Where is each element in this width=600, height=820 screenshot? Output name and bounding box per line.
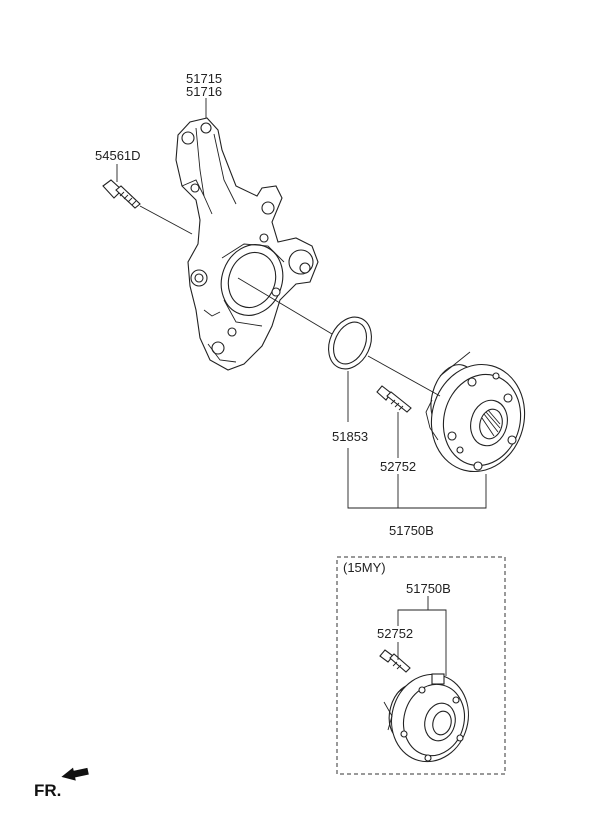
centerline-bolt [139, 205, 193, 235]
leader-hub-group [347, 371, 487, 509]
inset-callout-51750b: 51750B [406, 581, 451, 596]
hub-bolt [376, 385, 412, 413]
steering-knuckle [175, 117, 319, 371]
centerline-hub [367, 355, 441, 397]
hub-assembly [425, 351, 526, 473]
inset-frame [336, 556, 506, 775]
snap-ring [328, 316, 372, 370]
inset-callout-52752: 52752 [377, 626, 413, 641]
callout-54561d: 54561D [95, 148, 141, 163]
arrow-forward-icon [61, 767, 89, 781]
inset-note-15my: (15MY) [343, 560, 386, 575]
callout-52752: 52752 [380, 459, 416, 474]
inset-hub-assembly [383, 673, 469, 763]
knuckle-bolt [102, 179, 141, 209]
front-direction-label: FR. [34, 781, 61, 800]
callout-51750b: 51750B [389, 523, 434, 538]
inset-hub-bolt [379, 649, 411, 673]
callout-51716: 51716 [186, 84, 222, 99]
inset-leader-hub [397, 596, 447, 676]
centerline-knuckle [237, 277, 333, 335]
callout-51853: 51853 [332, 429, 368, 444]
callout-51715: 51715 [186, 71, 222, 86]
